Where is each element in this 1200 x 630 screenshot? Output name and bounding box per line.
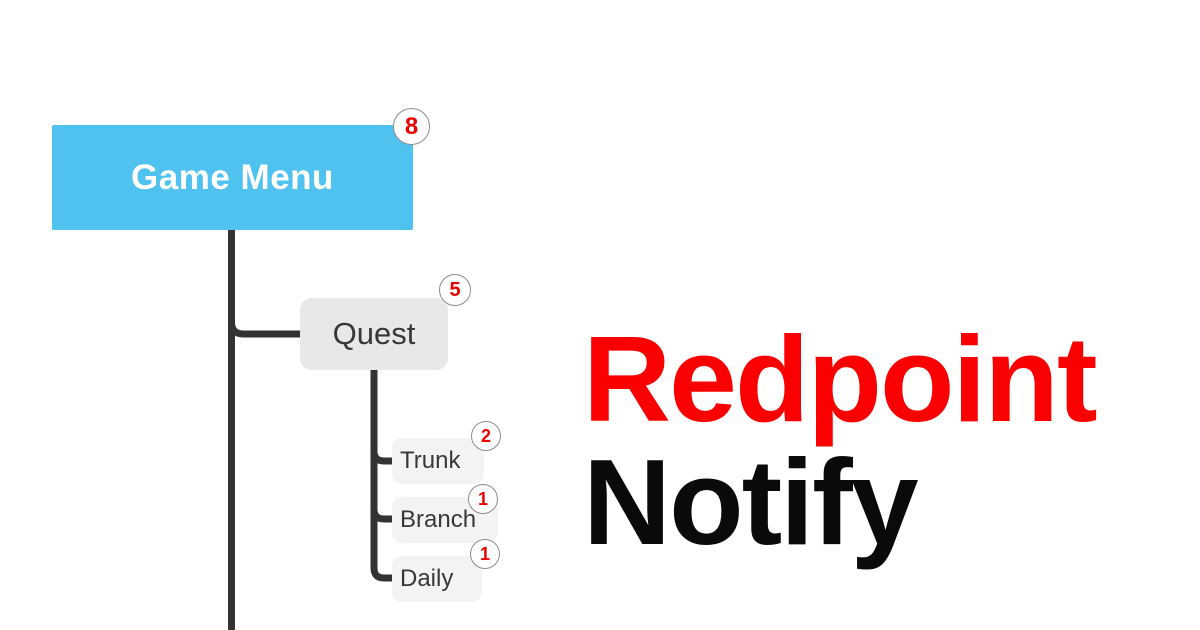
connector-quest-to-trunk <box>370 450 393 465</box>
banner-title: Redpoint Notify <box>583 311 1098 570</box>
connector-quest-to-daily <box>370 370 393 582</box>
redpoint-badge-trunk: 2 <box>471 421 501 451</box>
connector-quest-to-branch <box>370 508 393 523</box>
node-quest-label: Quest <box>332 316 416 351</box>
connector-root-to-quest <box>228 321 301 338</box>
node-trunk-label: Trunk <box>400 447 461 474</box>
redpoint-badge-daily: 1 <box>470 539 500 569</box>
redpoint-badge-quest: 5 <box>439 274 471 306</box>
banner-title-redpoint: Redpoint <box>583 311 1098 447</box>
node-daily-label: Daily <box>400 565 454 592</box>
redpoint-badge-game-menu: 8 <box>393 108 430 145</box>
node-game-menu-label: Game Menu <box>131 157 334 197</box>
node-branch: Branch <box>392 497 498 543</box>
banner-title-notify: Notify <box>583 434 919 570</box>
node-quest: Quest <box>300 298 448 370</box>
node-branch-label: Branch <box>400 506 477 533</box>
node-game-menu: Game Menu <box>52 125 413 230</box>
node-daily: Daily <box>392 556 482 602</box>
redpoint-badge-branch: 1 <box>468 484 498 514</box>
node-trunk: Trunk <box>392 438 484 484</box>
